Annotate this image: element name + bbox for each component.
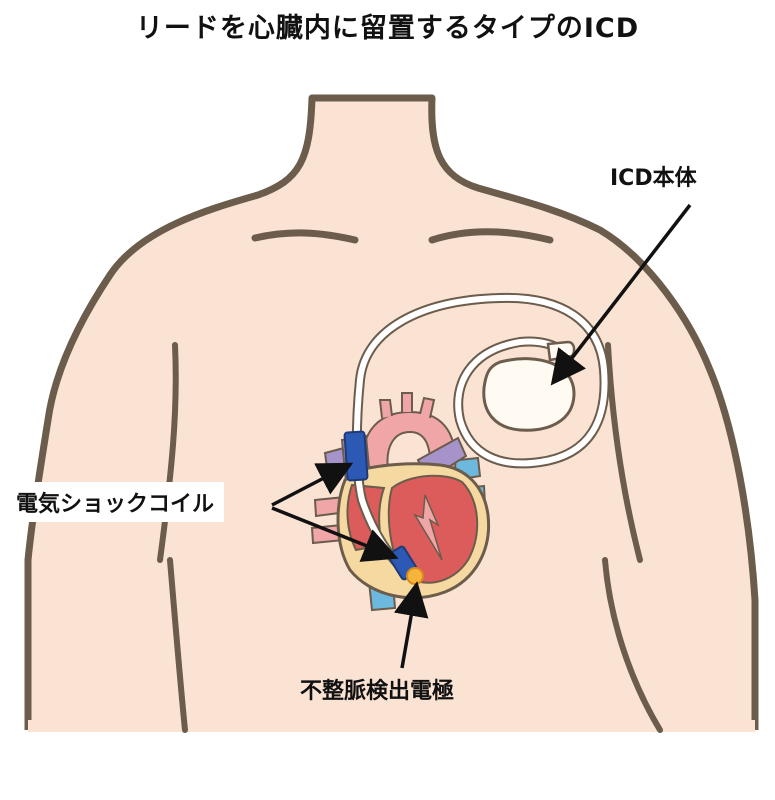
icd-device	[482, 357, 576, 432]
arm-line-right	[605, 342, 643, 563]
sensing-electrode-tip	[406, 567, 424, 585]
icd-header	[546, 340, 576, 362]
clavicle-right	[428, 228, 554, 244]
armpit-right	[602, 557, 663, 733]
label-icd-body: ICD本体	[610, 166, 697, 191]
arrow-icd	[550, 203, 692, 386]
diagram-title: リードを心臓内に留置するタイプのICD	[135, 13, 640, 44]
arrow-sensing	[393, 581, 429, 669]
label-shock-coil: 電気ショックコイル	[10, 482, 225, 522]
clavicle-left	[251, 229, 359, 244]
label-sensing-electrode: 不整脈検出電極	[300, 679, 455, 704]
septum-highlight	[413, 494, 443, 561]
arrow-coil-lower	[271, 506, 399, 562]
armpit-left	[167, 557, 188, 733]
arm-line-left	[157, 342, 179, 563]
torso	[24, 94, 759, 800]
arrow-coil-upper	[271, 462, 354, 507]
aorta-branches	[378, 392, 436, 419]
shock-coil-upper	[343, 430, 369, 482]
